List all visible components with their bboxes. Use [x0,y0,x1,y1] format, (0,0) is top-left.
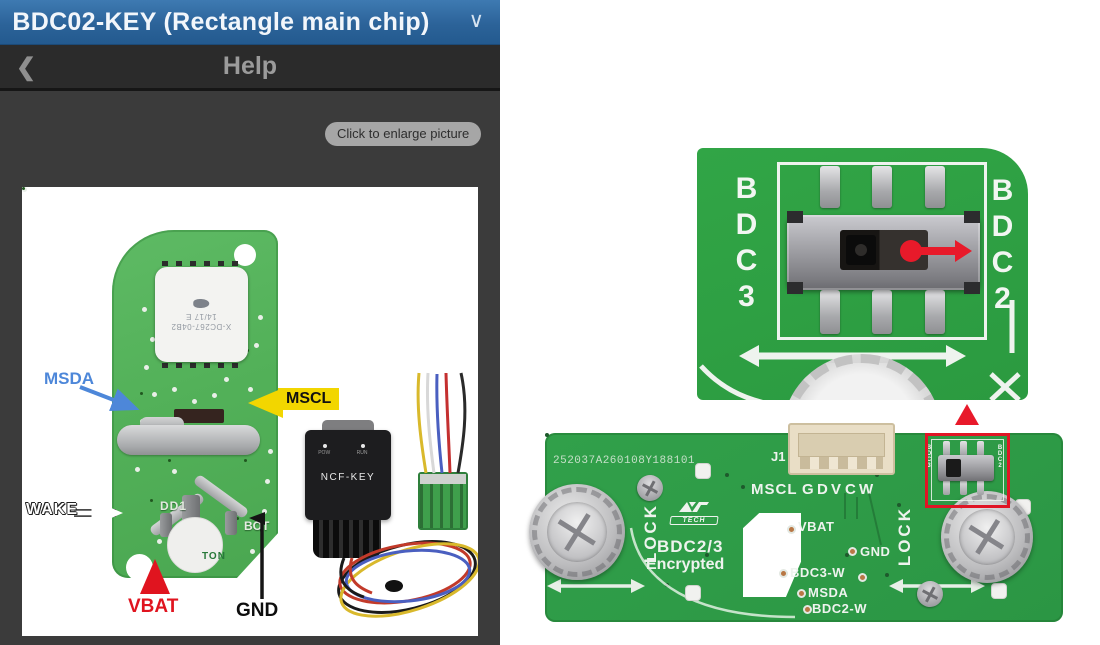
board-name-line2: Encrypted [646,556,725,573]
slide-direction-arrowhead [955,240,972,262]
right-panel: BDC3 BDC2 252037A260108Y188101 J1 MSCL G… [500,0,1100,645]
side-slug-left [160,513,172,537]
standoff [685,585,701,601]
switch-corner [787,282,803,294]
wire-connector [418,472,468,530]
chevron-down-icon[interactable]: ∨ [468,9,484,32]
nav-bar: ❮ Help [0,45,500,91]
bdc3w-pad-label: BDC3-W [790,565,845,580]
standoff [991,583,1007,599]
back-icon[interactable]: ❮ [16,54,37,81]
run-led-label: RUN [356,450,368,456]
pcb-silk-dd1: DD1 [160,499,188,513]
slide-direction-dot [900,240,922,262]
buzzer-circle [167,517,223,573]
pcb-vias-decor [22,187,25,190]
ncf-key-tab [322,420,374,432]
j1-label: J1 [771,449,786,464]
bdc2-silk-label: BDC2 [986,174,1019,318]
mini-switch-pin [943,441,950,456]
switch-knob [846,235,876,265]
annotation-arrows [74,372,478,618]
mini-switch-knob [946,459,961,477]
mini-switch-pin [943,480,950,495]
solder-pad [858,573,867,582]
smd-component [174,409,224,423]
switch-pad [820,166,840,208]
adapter-board-image: 252037A260108Y188101 J1 MSCL G D V C W T… [529,423,1063,622]
solder-pad [803,605,812,614]
switch-pad [820,290,840,334]
bdc3-silk-label: BDC3 [730,172,763,316]
left-panel: BDC02-KEY (Rectangle main chip) ∨ ❮ Help… [0,0,500,645]
pointer-triangle-icon [955,404,979,425]
vbat-pad-label: VBAT [798,519,835,534]
pow-led-label: POW [318,450,331,456]
mini-switch-silk-frame [931,439,1004,501]
j1-connector [788,423,895,475]
mini-switch-pin [960,480,967,495]
wake-label: WAKE [26,501,78,518]
switch-pad [872,166,892,208]
switch-pad [925,290,945,334]
key-pcb-photo[interactable]: X-DC267-04B2 14/17 E DD1 BOT TON [22,187,478,636]
msda-pad-label: MSDA [808,585,849,600]
thumbscrew-left [529,484,625,580]
msda-label: MSDA [44,369,95,388]
pow-led [323,444,327,448]
xhorse-logo-mark [679,502,709,512]
switch-corner [964,211,980,223]
mini-switch-pin [977,441,984,456]
slide-direction-arrow [919,247,957,255]
mscl-pin-label: MSCL [751,481,798,498]
switch-highlight-box [925,433,1010,508]
mini-switch-pin [977,480,984,495]
main-chip: X-DC267-04B2 14/17 E [155,267,248,362]
pin-g-label: G [802,481,814,498]
mscl-label: MSCL [278,388,340,410]
switch-corner [787,211,803,223]
gnd-pad-label: GND [860,544,891,559]
xhorse-logo: TECH [669,499,719,533]
board-serial: 252037A260108Y188101 [553,455,696,467]
mini-bdc3-label: BDC3 [926,445,932,469]
help-title: Help [222,52,278,80]
mini-bdc2-label: BDC2 [997,445,1003,469]
switch-corner [964,282,980,294]
device-selector-bar[interactable]: BDC02-KEY (Rectangle main chip) ∨ [0,0,500,45]
chip-pads-bottom [162,363,242,368]
switch-pad [925,166,945,208]
keyring-hole [234,244,256,266]
enlarge-picture-button[interactable]: Click to enlarge picture [325,122,482,146]
metal-shield [117,425,260,455]
board-name-line1: BDC2/3 [657,537,724,556]
solder-pad [787,525,796,534]
ncf-key-device: POW RUN NCF-KEY [305,430,391,520]
page-title: BDC02-KEY (Rectangle main chip) [12,7,430,36]
chip-pads-top [162,261,242,266]
board-vias-decor [545,433,549,437]
switch-zoom-image: BDC3 BDC2 [697,148,1028,400]
standoff [695,463,711,479]
pcb-silk-ton: TON [202,551,226,562]
ncf-key-label: NCF-KEY [320,472,376,483]
solder-pad [797,589,806,598]
solder-pad [779,569,788,578]
pin-d-label: D [817,481,828,498]
pin-v-label: V [831,481,842,498]
gnd-label: GND [236,600,279,621]
mini-switch-pin [960,441,967,456]
pin-c-label: C [845,481,856,498]
run-led [361,444,365,448]
silkscreen-frame [777,162,987,340]
solder-pad [848,547,857,556]
ncf-key-grip [313,520,381,558]
vbat-label: VBAT [128,596,179,617]
switch-pad [872,290,892,334]
bdc2w-pad-label: BDC2-W [812,601,867,616]
side-slug-right [225,511,237,535]
